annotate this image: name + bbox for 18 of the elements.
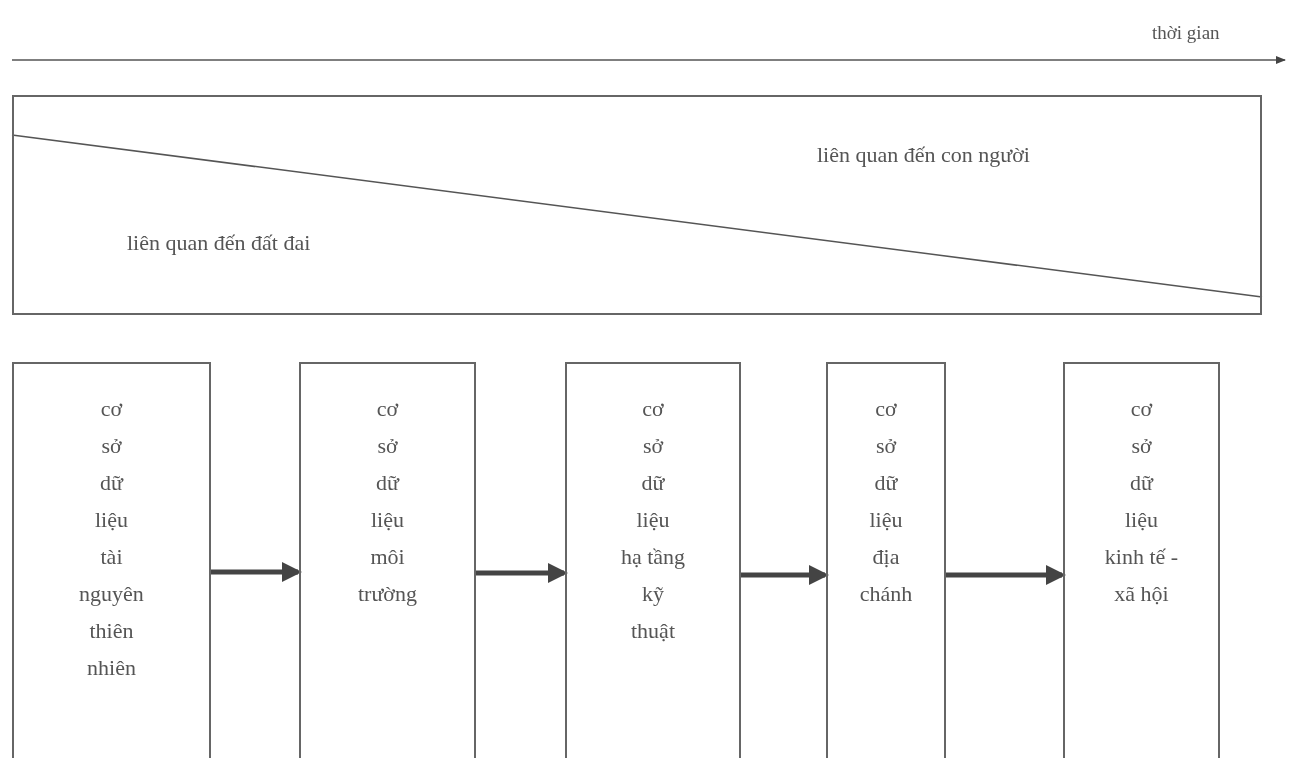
arrow bbox=[741, 565, 829, 585]
box-text: cơ sở dữ liệu hạ tầng kỹ thuật bbox=[619, 395, 687, 645]
database-box bbox=[826, 362, 946, 758]
database-box bbox=[1063, 362, 1220, 758]
box-text: cơ sở dữ liệu môi trường bbox=[357, 395, 418, 608]
box-text: cơ sở dữ liệu kinh tế - xã hội bbox=[1103, 395, 1180, 608]
arrow bbox=[476, 563, 568, 583]
box-text: cơ sở dữ liệu tài nguyên thiên nhiên bbox=[78, 395, 145, 682]
arrow bbox=[211, 562, 302, 582]
axis-label: thời gian bbox=[1152, 22, 1220, 44]
database-box bbox=[299, 362, 476, 758]
region-label: liên quan đến đất đai bbox=[127, 230, 311, 256]
database-box bbox=[565, 362, 741, 758]
box-text: cơ sở dữ liệu địa chánh bbox=[858, 395, 914, 608]
database-box bbox=[12, 362, 211, 758]
arrow bbox=[946, 565, 1066, 585]
band-box bbox=[12, 95, 1262, 315]
region-label: liên quan đến con người bbox=[817, 142, 1030, 168]
